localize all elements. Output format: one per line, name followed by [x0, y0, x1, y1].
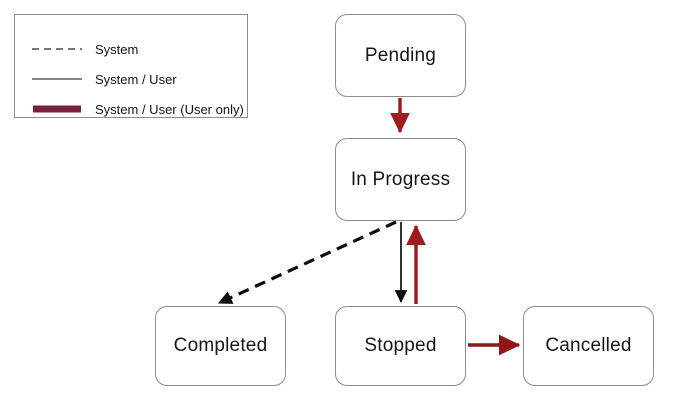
legend-label-system-user-only: System / User (User only): [95, 101, 244, 117]
solid-thin-line-icon: [31, 73, 83, 85]
state-node-in-progress[interactable]: In Progress: [335, 138, 466, 221]
state-label-cancelled: Cancelled: [545, 335, 632, 356]
legend-panel: System System / User System / User (User…: [14, 14, 248, 118]
state-node-stopped[interactable]: Stopped: [335, 306, 466, 386]
legend-item-system-user-only: System / User (User only): [15, 100, 244, 118]
legend-label-system: System: [95, 41, 139, 57]
state-node-completed[interactable]: Completed: [155, 306, 286, 386]
legend-label-system-user: System / User: [95, 71, 177, 87]
state-label-completed: Completed: [173, 335, 268, 356]
state-label-in-progress: In Progress: [350, 168, 451, 190]
state-label-stopped: Stopped: [364, 335, 437, 356]
state-node-cancelled[interactable]: Cancelled: [523, 306, 654, 386]
state-label-pending: Pending: [364, 44, 437, 66]
dashed-line-icon: [31, 43, 83, 55]
legend-item-system-user: System / User: [15, 70, 177, 88]
state-node-pending[interactable]: Pending: [335, 14, 466, 97]
solid-thick-line-icon: [31, 103, 83, 115]
edge-in-progress-to-completed: [217, 220, 397, 305]
legend-item-system: System: [15, 40, 138, 58]
